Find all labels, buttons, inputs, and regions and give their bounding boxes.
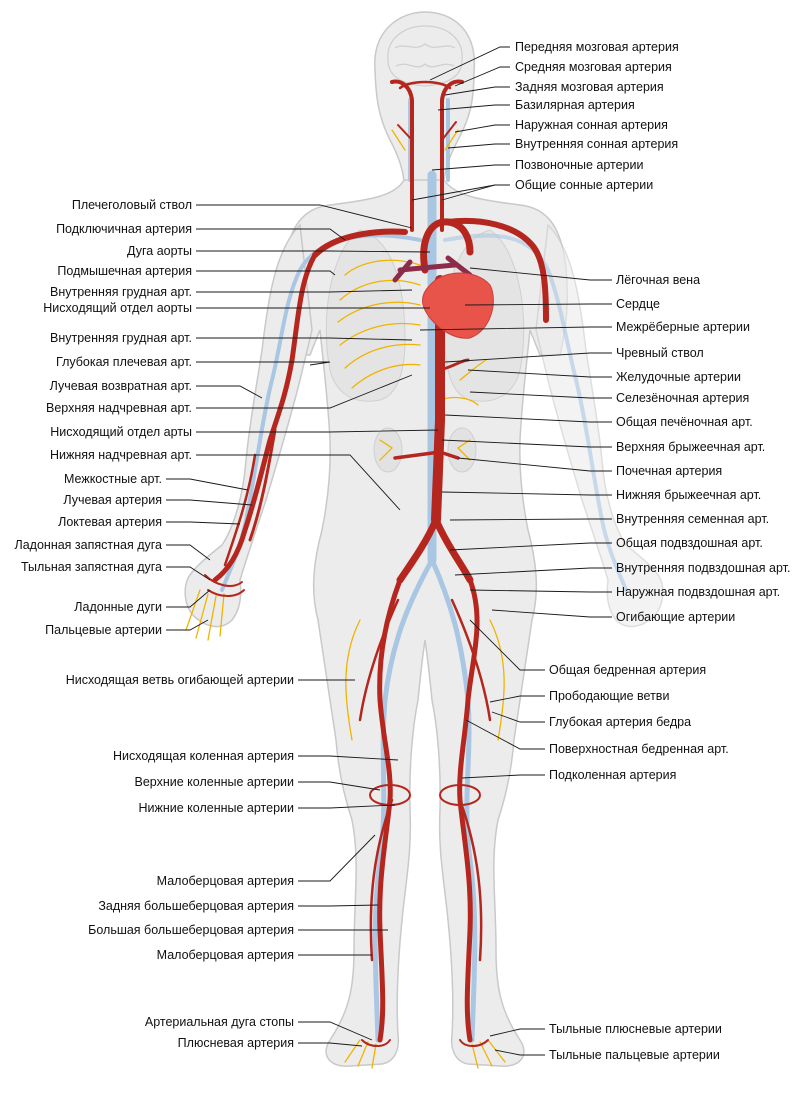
label-great-tibial-artery: Большая большеберцовая артерия [88,923,294,937]
label-superior-mesenteric-artery: Верхняя брыжеечная арт. [616,440,765,454]
label-ulnar-artery: Локтевая артерия [58,515,162,529]
label-dorsal-metatarsal-arteries: Тыльные плюсневые артерии [549,1022,722,1036]
label-superior-epigastric-artery: Верхняя надчревная арт. [46,401,192,415]
label-internal-thoracic-artery-1: Внутренняя грудная арт. [50,285,192,299]
label-radial-artery: Лучевая артерия [63,493,162,507]
label-radial-recurrent-artery: Лучевая возвратная арт. [50,379,192,393]
labels-right: Передняя мозговая артерия Средняя мозгов… [515,40,790,1062]
label-gastric-arteries: Желудочные артерии [616,370,741,384]
label-posterior-cerebral-artery: Задняя мозговая артерия [515,80,664,94]
labels-left: Плечеголовый ствол Подключичная артерия … [15,198,294,1050]
label-superior-genicular-arteries: Верхние коленные артерии [135,775,295,789]
leader-lines [166,46,612,1056]
label-digital-arteries: Пальцевые артерии [45,623,162,637]
label-descending-aorta-abdominal: Нисходящий отдел арты [50,425,192,439]
label-fibular-artery-2: Малоберцовая артерия [157,948,294,962]
body-silhouette [184,11,664,1067]
label-common-hepatic-artery: Общая печёночная арт. [616,415,753,429]
label-middle-cerebral-artery: Средняя мозговая артерия [515,60,672,74]
label-common-iliac-artery: Общая подвздошная арт. [616,536,763,550]
label-internal-spermatic-artery: Внутренняя семенная арт. [616,512,769,526]
label-basilar-artery: Базилярная артерия [515,98,635,112]
label-descending-aorta: Нисходящий отдел аорты [43,301,192,315]
kidneys [373,427,477,473]
label-renal-artery: Почечная артерия [616,464,722,478]
label-external-carotid-artery: Наружная сонная артерия [515,118,668,132]
label-superficial-femoral-artery: Поверхностная бедренная арт. [549,742,729,756]
label-heart: Сердце [616,297,660,311]
label-pulmonary-vein: Лёгочная вена [616,273,700,287]
label-celiac-trunk: Чревный ствол [616,346,704,360]
label-subclavian-artery: Подключичная артерия [56,222,192,236]
label-descending-genicular-artery: Нисходящая коленная артерия [113,749,294,763]
label-arterial-arch-of-foot: Артериальная дуга стопы [145,1015,294,1029]
main-arteries [204,79,549,1047]
label-brachiocephalic-trunk: Плечеголовый ствол [72,198,192,212]
label-anterior-cerebral-artery: Передняя мозговая артерия [515,40,679,54]
label-circumflex-arteries: Огибающие артерии [616,610,735,624]
label-common-carotid-arteries: Общие сонные артерии [515,178,653,192]
label-popliteal-artery: Подколенная артерия [549,768,676,782]
label-perforating-branches: Прободающие ветви [549,689,669,703]
label-external-iliac-artery: Наружная подвздошная арт. [616,585,780,599]
label-intercostal-arteries: Межрёберные артерии [616,320,750,334]
label-vertebral-arteries: Позвоночные артерии [515,158,643,172]
heart [422,272,494,339]
pulmonary-vessels [392,255,473,283]
label-aortic-arch: Дуга аорты [127,244,192,258]
label-metatarsal-artery: Плюсневая артерия [178,1036,294,1050]
label-internal-iliac-artery: Внутренняя подвздошная арт. [616,561,790,575]
label-inferior-epigastric-artery: Нижняя надчревная арт. [50,448,192,462]
label-inferior-mesenteric-artery: Нижняя брыжеечная арт. [616,488,761,502]
label-common-femoral-artery: Общая бедренная артерия [549,663,706,677]
label-deep-brachial-artery: Глубокая плечевая арт. [56,355,192,369]
label-axillary-artery: Подмышечная артерия [57,264,192,278]
label-deep-femoral-artery: Глубокая артерия бедра [549,715,691,729]
label-interosseous-arteries: Межкостные арт. [64,472,162,486]
label-dorsal-carpal-arch: Тыльная запястная дуга [21,560,162,574]
label-descending-branch-circumflex: Нисходящая ветвь огибающей артерии [66,673,294,687]
label-inferior-genicular-arteries: Нижние коленные артерии [138,801,294,815]
label-internal-thoracic-artery-2: Внутренняя грудная арт. [50,331,192,345]
label-palmar-carpal-arch: Ладонная запястная дуга [15,538,163,552]
label-posterior-tibial-artery: Задняя большеберцовая артерия [98,899,294,913]
label-splenic-artery: Селезёночная артерия [616,391,749,405]
label-palmar-arches: Ладонные дуги [74,600,162,614]
label-fibular-artery-1: Малоберцовая артерия [157,874,294,888]
label-dorsal-digital-arteries: Тыльные пальцевые артерии [549,1048,720,1062]
label-internal-carotid-artery: Внутренняя сонная артерия [515,137,678,151]
